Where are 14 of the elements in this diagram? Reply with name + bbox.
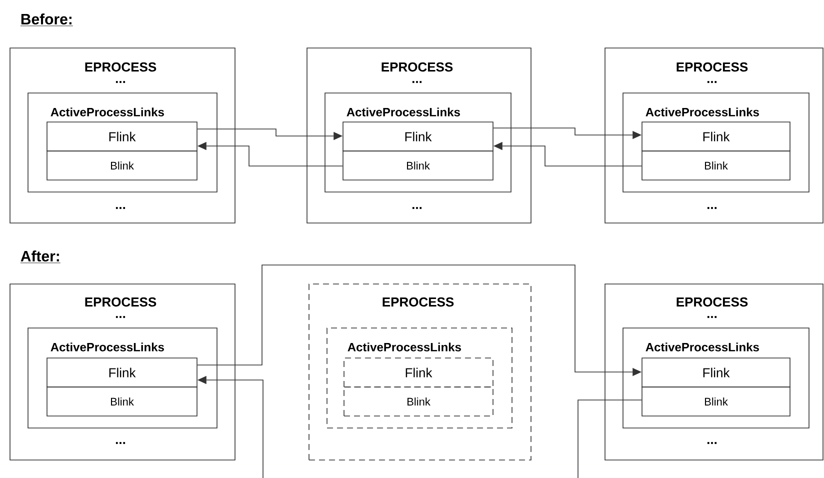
field-cell: Flink: [342, 122, 494, 152]
field-cell: Flink: [46, 358, 198, 388]
field-cell: Blink: [342, 150, 494, 180]
field-cell: Flink: [46, 122, 198, 152]
field-cell: Flink: [642, 358, 790, 388]
field-cell: Blink: [46, 386, 198, 416]
field-cell: Blink: [642, 386, 790, 416]
field-cell: Flink: [642, 122, 790, 152]
section-heading: After:: [20, 250, 61, 264]
field-cell: Blink: [344, 386, 494, 416]
section-heading: Before:: [20, 14, 74, 26]
field-cell: Blink: [642, 150, 790, 180]
field-cell: Flink: [344, 358, 494, 388]
field-cell: Blink: [46, 150, 198, 180]
